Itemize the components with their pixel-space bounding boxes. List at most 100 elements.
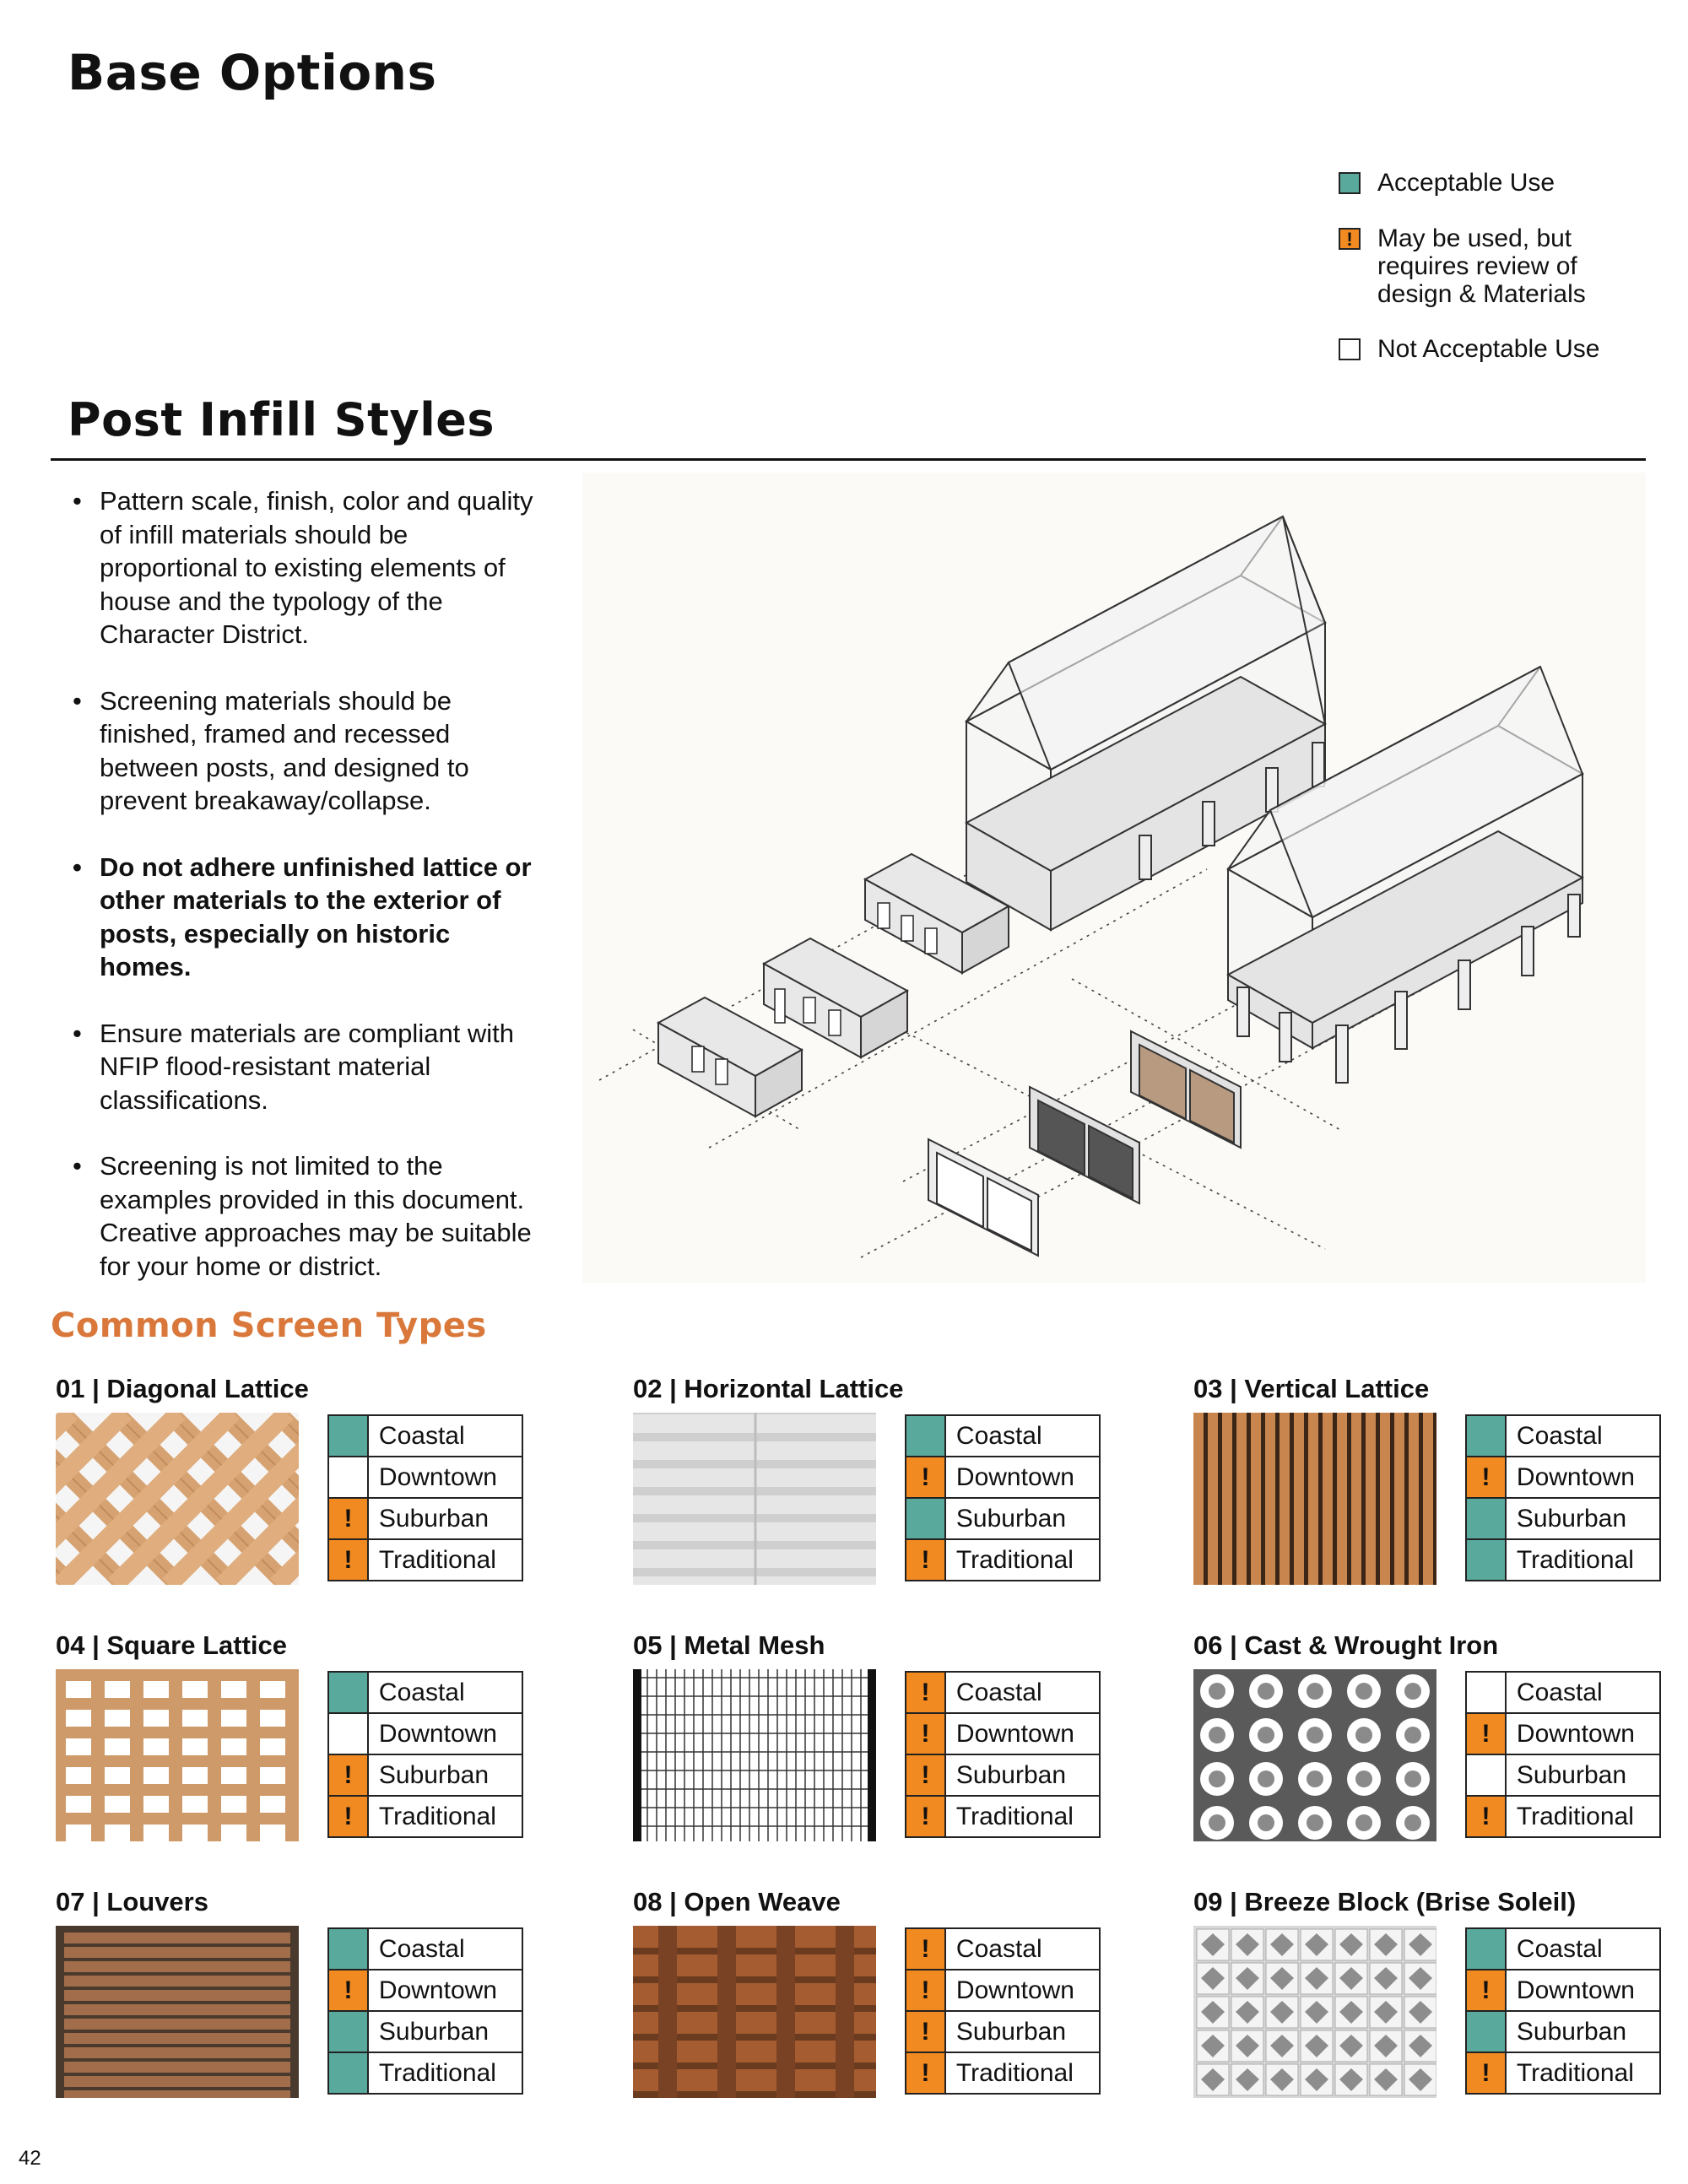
- status-indicator: [1465, 1927, 1507, 1970]
- district-row: !Suburban: [327, 1754, 524, 1797]
- district-row: Traditional: [1465, 1538, 1662, 1581]
- district-label: Suburban: [944, 1754, 1101, 1797]
- district-label: Downtown: [366, 1969, 524, 2012]
- status-indicator: !: [1465, 1969, 1507, 2012]
- open-weave-pattern: [633, 1926, 876, 2098]
- guideline-item: Pattern scale, finish, color and quality…: [69, 484, 542, 651]
- status-indicator: [1465, 1754, 1507, 1797]
- horizontal-lattice-swatch-image: [633, 1413, 876, 1585]
- district-label: Traditional: [1504, 1538, 1662, 1581]
- cast-iron-pattern: [1193, 1669, 1436, 1841]
- district-row: !Traditional: [327, 1795, 524, 1838]
- status-indicator: [1465, 1538, 1507, 1581]
- screen-type-card: 08 | Open Weave !Coastal!Downtown!Suburba…: [628, 1887, 1101, 2098]
- district-row: Coastal: [327, 1671, 524, 1714]
- screen-type-title: 08 | Open Weave: [633, 1887, 841, 1916]
- district-row: Coastal: [1465, 1414, 1662, 1457]
- legend-label: Acceptable Use: [1377, 169, 1555, 197]
- district-label: Suburban: [944, 2010, 1101, 2053]
- district-label: Traditional: [944, 1795, 1101, 1838]
- district-row: Suburban: [327, 2010, 524, 2053]
- page-title: Base Options: [68, 44, 437, 101]
- district-label: Suburban: [366, 2010, 524, 2053]
- status-indicator: [1465, 1414, 1507, 1457]
- district-label: Suburban: [944, 1497, 1101, 1540]
- district-row: !Traditional: [905, 1795, 1101, 1838]
- district-row: !Suburban: [327, 1497, 524, 1540]
- district-label: Suburban: [1504, 2010, 1662, 2053]
- district-label: Coastal: [944, 1414, 1101, 1457]
- vertical-lattice-pattern: [1193, 1413, 1436, 1585]
- district-label: Coastal: [944, 1671, 1101, 1714]
- breeze-block-pattern: [1193, 1926, 1436, 2098]
- district-label: Suburban: [366, 1754, 524, 1797]
- district-row: !Downtown: [1465, 1712, 1662, 1755]
- square-lattice-swatch-image: [56, 1669, 299, 1841]
- status-indicator: !: [905, 1671, 946, 1714]
- metal-mesh-swatch-image: [633, 1669, 876, 1841]
- district-label: Traditional: [1504, 1795, 1662, 1838]
- district-label: Coastal: [1504, 1927, 1662, 1970]
- status-indicator: !: [905, 1754, 946, 1797]
- screen-type-title: 06 | Cast & Wrought Iron: [1193, 1630, 1499, 1660]
- district-row: !Coastal: [905, 1671, 1101, 1714]
- status-indicator: !: [905, 2010, 946, 2053]
- legend-label: Not Acceptable Use: [1377, 335, 1600, 363]
- district-label: Downtown: [1504, 1712, 1662, 1755]
- status-indicator: !: [905, 1969, 946, 2012]
- district-label: Coastal: [1504, 1671, 1662, 1714]
- metal-mesh-pattern: [633, 1669, 876, 1841]
- status-indicator: [327, 1456, 369, 1499]
- district-row: Downtown: [327, 1712, 524, 1755]
- status-indicator: !: [905, 2052, 946, 2095]
- status-indicator: !: [327, 1538, 369, 1581]
- district-label: Suburban: [366, 1497, 524, 1540]
- district-label: Traditional: [944, 2052, 1101, 2095]
- district-row: Suburban: [905, 1497, 1101, 1540]
- status-indicator: !: [905, 1712, 946, 1755]
- screen-type-title: 01 | Diagonal Lattice: [56, 1374, 309, 1403]
- legend-item-review: ! May be used, but requires review of de…: [1339, 224, 1605, 308]
- status-indicator: [327, 1414, 369, 1457]
- district-row: Downtown: [327, 1456, 524, 1499]
- cast-iron-swatch-image: [1193, 1669, 1436, 1841]
- district-row: !Traditional: [1465, 1795, 1662, 1838]
- district-row: !Downtown: [327, 1969, 524, 2012]
- screen-type-title: 07 | Louvers: [56, 1887, 208, 1916]
- screen-type-card: 05 | Metal Mesh!Coastal!Downtown!Suburba…: [628, 1630, 1101, 1841]
- status-indicator: [327, 1927, 369, 1970]
- status-indicator: !: [1465, 1795, 1507, 1838]
- district-row: Coastal: [327, 1414, 524, 1457]
- louvers-swatch-image: [56, 1926, 299, 2098]
- legend-swatch: [1339, 172, 1361, 194]
- district-row: Coastal: [905, 1414, 1101, 1457]
- status-indicator: !: [327, 1497, 369, 1540]
- district-label: Traditional: [366, 1538, 524, 1581]
- district-row: !Downtown: [905, 1456, 1101, 1499]
- guideline-item: Ensure materials are compliant with NFIP…: [69, 1017, 542, 1117]
- screen-type-card: 09 | Breeze Block (Brise Soleil)Coastal!…: [1188, 1887, 1662, 2098]
- status-indicator: !: [327, 1754, 369, 1797]
- district-label: Downtown: [1504, 1456, 1662, 1499]
- louvers-pattern: [56, 1926, 299, 2098]
- district-suitability-table: !Coastal!Downtown!Suburban!Traditional: [905, 1927, 1101, 2095]
- status-indicator: !: [905, 1795, 946, 1838]
- district-row: !Traditional: [327, 1538, 524, 1581]
- district-label: Coastal: [366, 1671, 524, 1714]
- status-indicator: !: [1465, 1712, 1507, 1755]
- legend-item-not-acceptable: Not Acceptable Use: [1339, 335, 1631, 363]
- district-label: Coastal: [944, 1927, 1101, 1970]
- diagonal-lattice-pattern: [56, 1413, 299, 1585]
- status-indicator: [1465, 1671, 1507, 1714]
- district-label: Downtown: [944, 1456, 1101, 1499]
- status-indicator: !: [1465, 1456, 1507, 1499]
- district-label: Suburban: [1504, 1754, 1662, 1797]
- square-lattice-pattern: [56, 1669, 299, 1841]
